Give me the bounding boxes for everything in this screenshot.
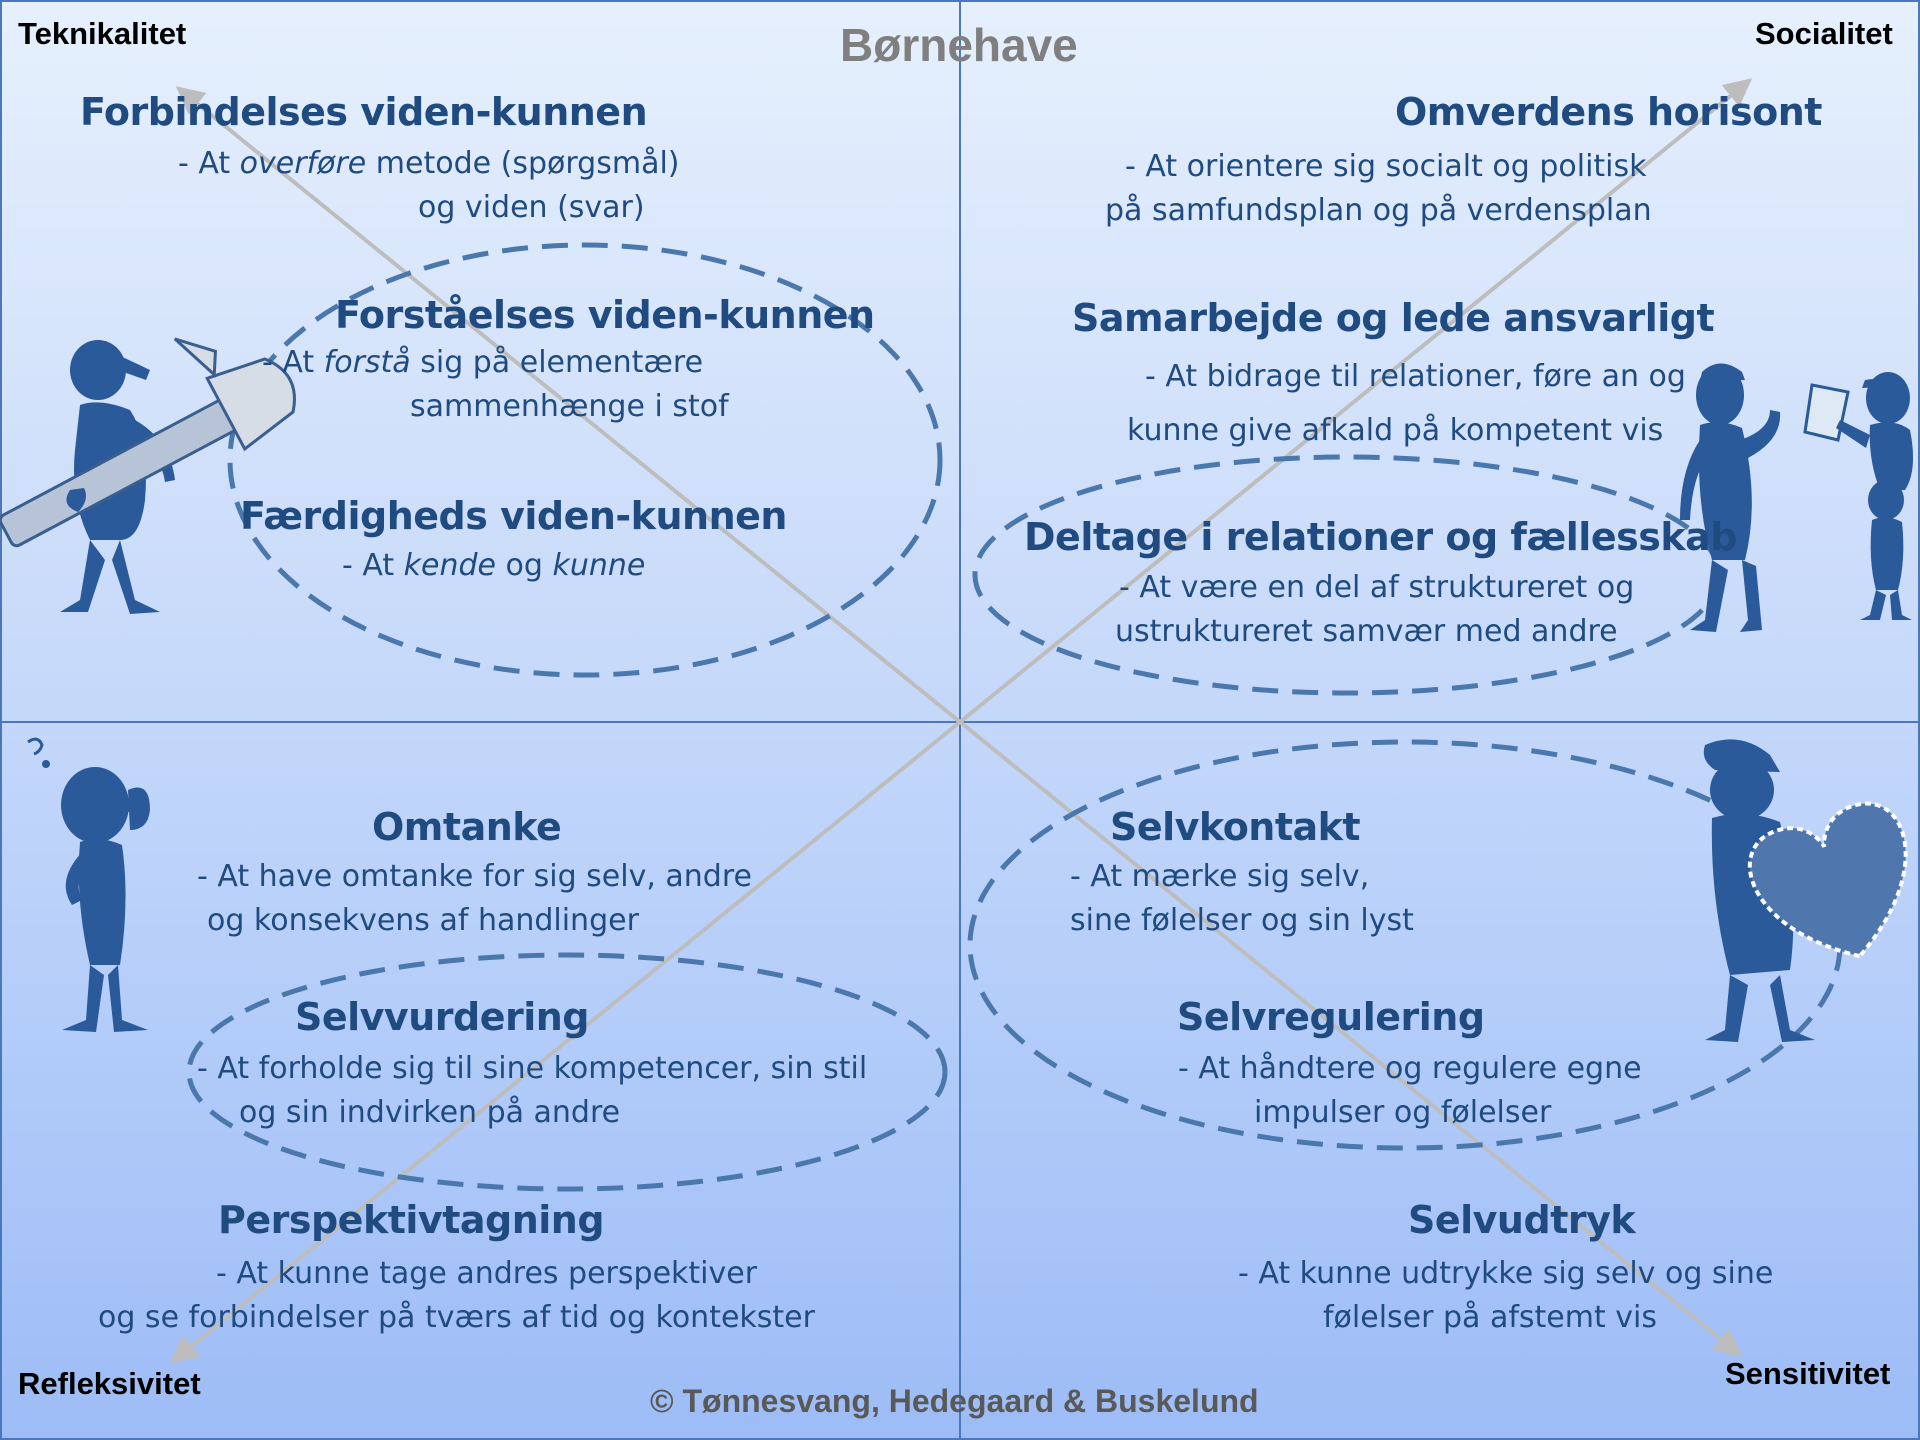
corner-label-socialitet: Socialitet — [1755, 16, 1893, 51]
desc-faerdigheds: - At kende og kunne — [342, 544, 645, 588]
desc-perspektiv-line2: og se forbindelser på tværs af tid og ko… — [98, 1300, 815, 1335]
desc-samarbejde-line1: - At bidrage til relationer, føre an og — [1145, 359, 1686, 394]
desc-faerdigheds-em1: kende — [403, 548, 496, 583]
desc-omverdens-line2: på samfundsplan og på verdensplan — [1105, 193, 1652, 228]
desc-selvvurdering-line1: - At forholde sig til sine kompetencer, … — [197, 1051, 868, 1086]
desc-omtanke-line1: - At have omtanke for sig selv, andre — [197, 859, 752, 894]
desc-selvregulering-line1: - At håndtere og regulere egne — [1178, 1051, 1642, 1086]
thinking-figure-icon — [27, 737, 150, 1032]
desc-forstaaelses: - At forstå sig på elementære sammenhæng… — [262, 341, 729, 429]
heading-samarbejde: Samarbejde og lede ansvarligt — [1072, 296, 1715, 340]
desc-selvvurdering-line2: og sin indvirken på andre — [239, 1095, 621, 1130]
desc-perspektiv: - At kunne tage andres perspektiver og s… — [98, 1252, 815, 1340]
desc-selvkontakt: - At mærke sig selv, sine følelser og si… — [1070, 855, 1414, 943]
ellipse-q1 — [227, 242, 943, 678]
desc-selvregulering: - At håndtere og regulere egne impulser … — [1178, 1047, 1642, 1135]
desc-forbindelses-line2: og viden (svar) — [418, 190, 645, 225]
desc-omtanke-line2: og konsekvens af handlinger — [207, 903, 639, 938]
hammer-figure-icon — [0, 337, 296, 614]
desc-selvudtryk: - At kunne udtrykke sig selv og sine føl… — [1238, 1252, 1773, 1340]
heading-deltage: Deltage i relationer og fællesskab — [1024, 515, 1737, 559]
ellipse-q3 — [186, 952, 948, 1192]
corner-label-teknikalitet: Teknikalitet — [18, 16, 187, 51]
heading-forstaaelses: Forståelses viden-kunnen — [335, 293, 875, 337]
desc-selvudtryk-line2: følelser på afstemt vis — [1323, 1300, 1657, 1335]
desc-forstaaelses-post: sig på elementære — [410, 345, 704, 380]
group-figures-icon — [1803, 372, 1914, 620]
desc-forstaaelses-pre: - At — [262, 345, 324, 380]
heading-omtanke: Omtanke — [372, 805, 562, 849]
desc-selvregulering-line2: impulser og følelser — [1254, 1095, 1552, 1130]
desc-omverdens: - At orientere sig socialt og politisk p… — [1105, 145, 1652, 233]
heading-forbindelses: Forbindelses viden-kunnen — [80, 90, 648, 134]
desc-forbindelses-pre: - At — [178, 146, 240, 181]
desc-faerdigheds-pre: - At — [342, 548, 404, 583]
page-title: Børnehave — [840, 19, 1078, 71]
desc-forbindelses: - At overføre metode (spørgsmål) og vide… — [178, 142, 680, 230]
desc-deltage: - At være en del af struktureret og ustr… — [1115, 566, 1634, 654]
desc-selvudtryk-line1: - At kunne udtrykke sig selv og sine — [1238, 1256, 1774, 1291]
heading-faerdigheds: Færdigheds viden-kunnen — [240, 494, 787, 538]
heart-figure-icon — [1703, 739, 1908, 1042]
desc-omverdens-line1: - At orientere sig socialt og politisk — [1125, 149, 1647, 184]
desc-deltage-line2: ustruktureret samvær med andre — [1115, 614, 1618, 649]
desc-forbindelses-post: metode (spørgsmål) — [366, 146, 680, 181]
heading-selvvurdering: Selvvurdering — [295, 995, 590, 1039]
heading-selvregulering: Selvregulering — [1177, 995, 1485, 1039]
desc-deltage-line1: - At være en del af struktureret og — [1119, 570, 1635, 605]
desc-forbindelses-em: overføre — [239, 146, 367, 181]
desc-samarbejde: - At bidrage til relationer, føre an og … — [1127, 350, 1686, 458]
speaking-figure-icon — [1680, 363, 1781, 632]
desc-perspektiv-line1: - At kunne tage andres perspektiver — [216, 1256, 758, 1291]
heading-omverdens: Omverdens horisont — [1395, 90, 1822, 134]
heading-selvudtryk: Selvudtryk — [1408, 1198, 1636, 1242]
desc-faerdigheds-mid: og — [496, 548, 553, 583]
copyright-notice: © Tønnesvang, Hedegaard & Buskelund — [650, 1383, 1259, 1419]
desc-selvvurdering: - At forholde sig til sine kompetencer, … — [197, 1047, 867, 1135]
corner-label-refleksivitet: Refleksivitet — [18, 1366, 201, 1401]
arrow-refleksivitet — [169, 720, 962, 1364]
desc-omtanke: - At have omtanke for sig selv, andre og… — [197, 855, 752, 943]
desc-selvkontakt-line1: - At mærke sig selv, — [1070, 859, 1370, 894]
arrow-sensitivitet — [958, 720, 1743, 1357]
desc-selvkontakt-line2: sine følelser og sin lyst — [1070, 903, 1414, 938]
corner-label-sensitivitet: Sensitivitet — [1725, 1356, 1891, 1391]
desc-forstaaelses-em: forstå — [323, 345, 411, 380]
desc-forstaaelses-line2: sammenhænge i stof — [410, 389, 729, 424]
desc-faerdigheds-em2: kunne — [552, 548, 646, 583]
desc-samarbejde-line2: kunne give afkald på kompetent vis — [1127, 413, 1664, 448]
heading-perspektiv: Perspektivtagning — [218, 1198, 605, 1242]
arrow-socialitet — [958, 78, 1753, 724]
heading-selvkontakt: Selvkontakt — [1110, 805, 1361, 849]
